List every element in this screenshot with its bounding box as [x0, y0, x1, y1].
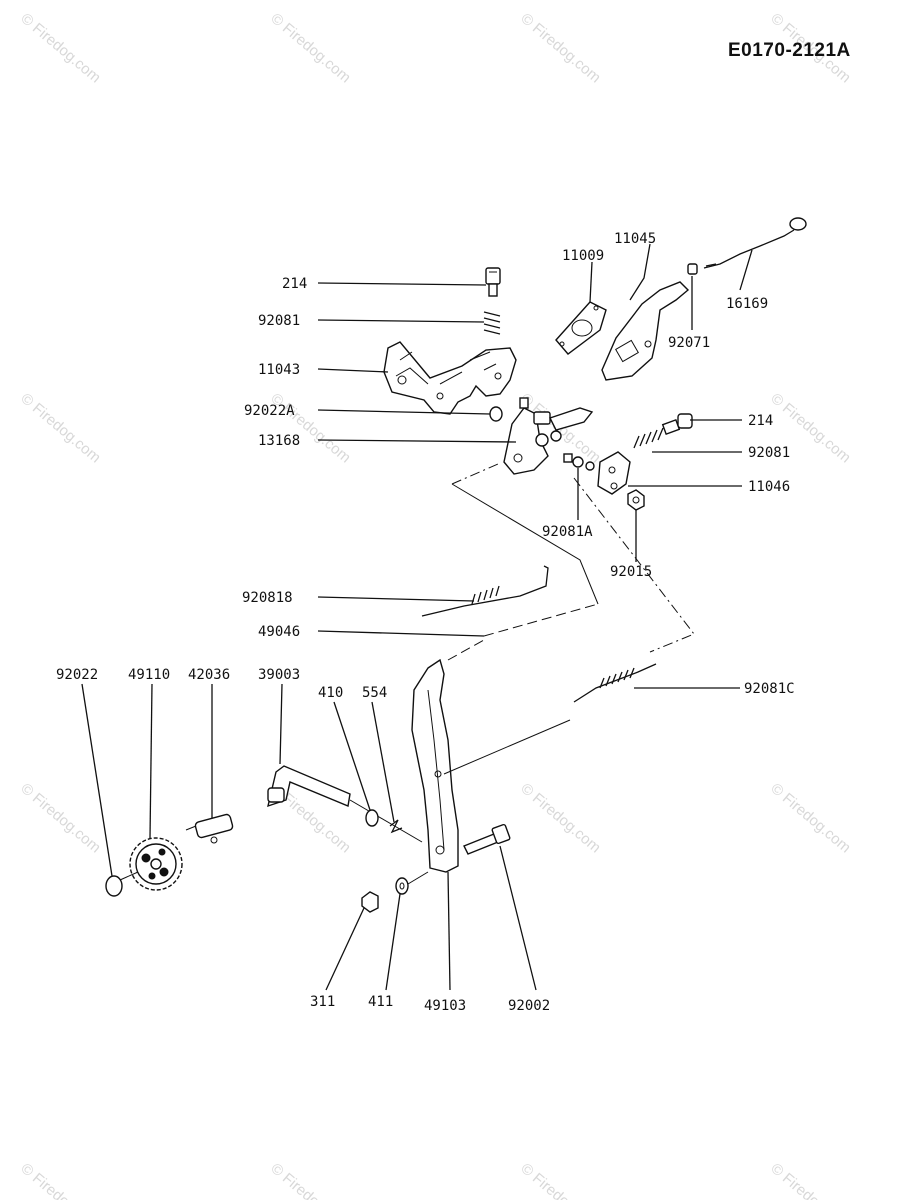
- spring-92081C: [573, 663, 657, 703]
- label-92015: 92015: [610, 564, 652, 580]
- pin-554: [389, 819, 403, 834]
- watermark: © Firedog.com: [267, 1160, 353, 1200]
- washer-92022A: [489, 406, 503, 422]
- label-410: 410: [318, 685, 343, 701]
- label-11043: 11043: [258, 362, 300, 378]
- gear-49110: [119, 837, 183, 891]
- bolt-214-right: [661, 413, 693, 435]
- label-11045: 11045: [614, 231, 656, 247]
- governor-arm-13168: [503, 397, 594, 475]
- watermark: © Firedog.com: [517, 1160, 603, 1200]
- label-92081-right: 92081: [748, 445, 790, 461]
- diagram-id: E0170-2121A: [728, 40, 851, 61]
- watermark: © Firedog.com: [267, 390, 353, 466]
- label-92071: 92071: [668, 335, 710, 351]
- label-214-right: 214: [748, 413, 773, 429]
- spring-92081-right: [633, 427, 664, 449]
- spring-92081-top: [483, 311, 501, 335]
- label-16169: 16169: [726, 296, 768, 312]
- bolt-92002: [463, 823, 511, 855]
- label-554: 554: [362, 685, 387, 701]
- label-13168: 13168: [258, 433, 300, 449]
- label-49110: 49110: [128, 667, 170, 683]
- watermarks: © Firedog.com © Firedog.com © Firedog.co…: [17, 10, 853, 1204]
- label-49103: 49103: [424, 998, 466, 1014]
- spring-92081A: [563, 453, 595, 471]
- label-11046: 11046: [748, 479, 790, 495]
- watermark: © Firedog.com: [17, 780, 103, 856]
- label-92002: 92002: [508, 998, 550, 1014]
- washer-411: [395, 871, 429, 895]
- rod-49046: [447, 603, 599, 661]
- part-labels: 214 92081 11043 92022A 13168 11009 11045…: [56, 231, 795, 1014]
- watermark: © Firedog.com: [17, 10, 103, 86]
- label-49046: 49046: [258, 624, 300, 640]
- label-11009: 11009: [562, 248, 604, 264]
- lever-49103: [411, 658, 571, 873]
- bolt-214-top: [485, 267, 501, 297]
- label-411: 411: [368, 994, 393, 1010]
- watermark: © Firedog.com: [517, 10, 603, 86]
- gasket-11009: [555, 301, 607, 355]
- label-920818: 920818: [242, 590, 293, 606]
- bracket-11043: [383, 341, 517, 415]
- watermark: © Firedog.com: [767, 780, 853, 856]
- label-92081C: 92081C: [744, 681, 795, 697]
- nut-311: [361, 891, 379, 913]
- label-92022A: 92022A: [244, 403, 295, 419]
- label-92022: 92022: [56, 667, 98, 683]
- shaft-42036: [185, 813, 234, 844]
- watermark: © Firedog.com: [267, 10, 353, 86]
- label-92081-top: 92081: [258, 313, 300, 329]
- label-42036: 42036: [188, 667, 230, 683]
- lever-11046: [597, 451, 631, 495]
- nut-92071: [687, 263, 698, 275]
- watermark: © Firedog.com: [767, 1160, 853, 1200]
- label-39003: 39003: [258, 667, 300, 683]
- watermark: © Firedog.com: [517, 780, 603, 856]
- leader-lines: [81, 243, 753, 991]
- plate-11045: [601, 281, 690, 381]
- link-rod-16169: [703, 217, 807, 269]
- watermark: © Firedog.com: [17, 390, 103, 466]
- washer-92022: [105, 875, 123, 897]
- nut-92015: [627, 489, 645, 511]
- watermark: © Firedog.com: [17, 1160, 103, 1200]
- washer-410: [365, 809, 379, 827]
- spring-920818: [421, 565, 549, 617]
- label-214-top: 214: [282, 276, 307, 292]
- label-92081A: 92081A: [542, 524, 593, 540]
- label-311: 311: [310, 994, 335, 1010]
- shaft-39003: [267, 765, 423, 843]
